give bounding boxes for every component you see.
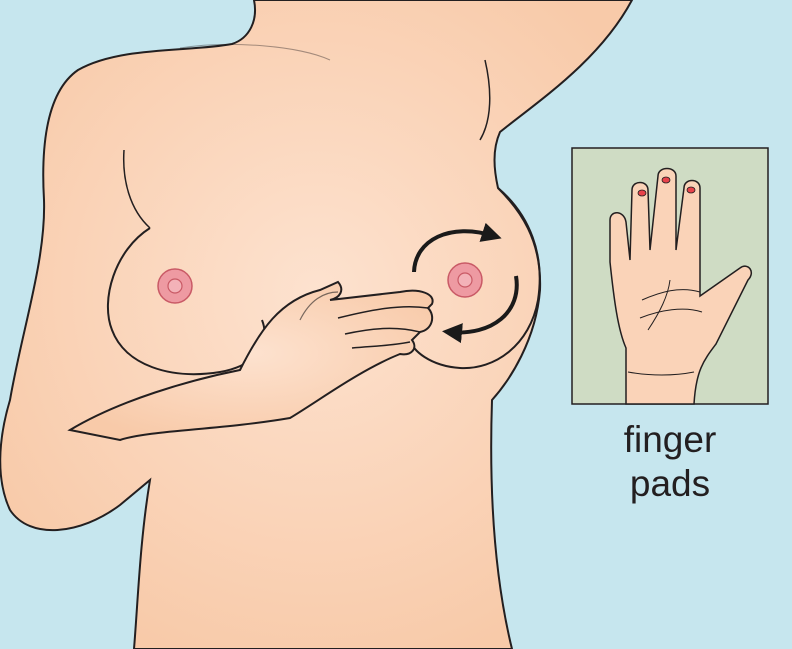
- motion-arrow-bottom: [442, 275, 519, 344]
- shoulder-line: [122, 149, 151, 229]
- finger-pads-inset: [571, 147, 769, 405]
- right-breast: [409, 187, 541, 370]
- forearm-outline: [67, 280, 434, 442]
- clavicle-line: [179, 43, 331, 61]
- inset-caption-line-2: pads: [629, 463, 711, 504]
- palm-outline: [609, 167, 752, 405]
- finger-pad-middle: [661, 176, 671, 184]
- palm-crease-1: [641, 289, 701, 301]
- left-breast: [106, 227, 266, 376]
- finger-pad-index: [637, 189, 647, 197]
- wrist-line: [627, 371, 695, 376]
- circular-arrows-icon: [412, 222, 519, 344]
- motion-arrow-top: [412, 222, 502, 273]
- finger-line-1: [337, 305, 429, 319]
- armpit-line: [479, 59, 491, 141]
- right-breast-outline: [409, 187, 541, 370]
- palm-crease-3: [647, 279, 671, 331]
- inset-caption-line-1: finger: [623, 419, 717, 460]
- palm-hand-icon: [609, 167, 752, 405]
- thumb-line: [299, 291, 339, 321]
- finger-line-3: [351, 341, 411, 349]
- right-nipple: [457, 272, 473, 288]
- finger-line-2: [344, 327, 421, 335]
- finger-pad-ring: [686, 186, 696, 194]
- palm-crease-2: [639, 308, 703, 319]
- examining-hand: [67, 280, 434, 442]
- left-nipple: [167, 278, 183, 294]
